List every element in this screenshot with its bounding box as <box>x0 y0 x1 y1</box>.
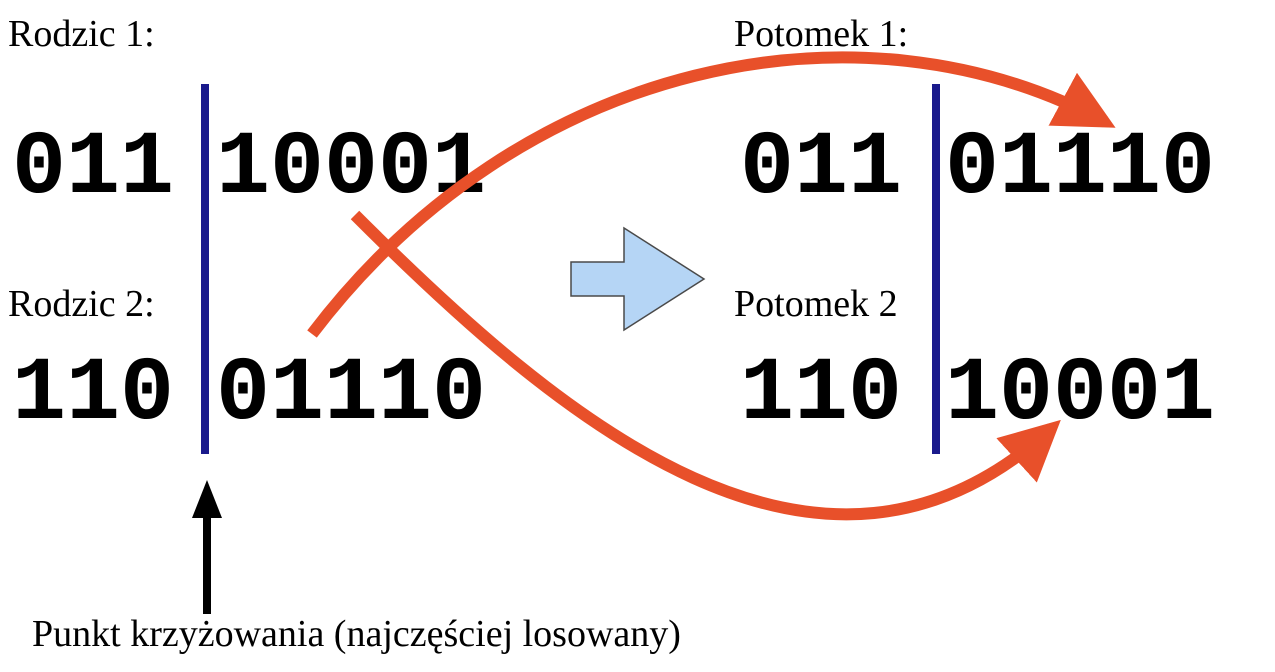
swap-arrow-to-offspring-1 <box>307 51 1116 338</box>
parent-2-genes-left: 110 <box>12 344 174 446</box>
up-arrow-icon <box>192 480 222 518</box>
swap-arrow-to-offspring-2 <box>350 210 1061 521</box>
parent-2-label: Rodzic 2: <box>8 283 155 325</box>
offspring-2-genes-right: 10001 <box>945 344 1215 446</box>
offspring-2-label: Potomek 2 <box>734 283 898 325</box>
crossover-point-caption: Punkt krzyżowania (najczęściej losowany) <box>32 613 681 655</box>
offspring-1-genes-left: 011 <box>740 118 902 220</box>
parent-1-label: Rodzic 1: <box>8 13 155 55</box>
offspring-2-genes-left: 110 <box>740 344 902 446</box>
offspring-1-genes-right: 01110 <box>945 118 1215 220</box>
right-block-arrow-icon <box>570 226 706 332</box>
parent-2-genes-right: 01110 <box>216 344 486 446</box>
parent-1-genes-left: 011 <box>12 118 174 220</box>
offspring-1-label: Potomek 1: <box>734 13 908 55</box>
